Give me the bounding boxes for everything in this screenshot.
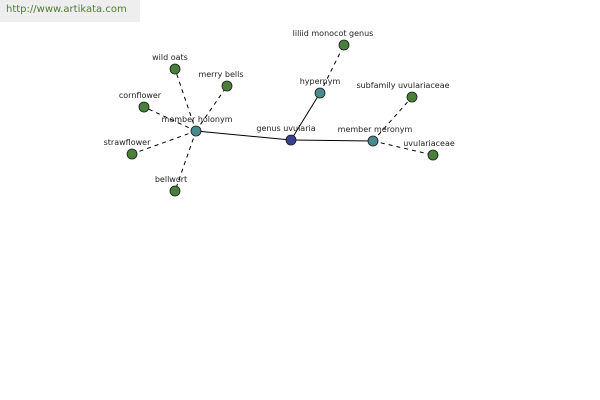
node-bellwort[interactable] bbox=[169, 185, 181, 197]
node-member-holonym[interactable] bbox=[190, 125, 202, 137]
node-cornflower[interactable] bbox=[138, 101, 150, 113]
node-label-genus-uvularia[interactable]: genus uvularia bbox=[256, 124, 315, 133]
node-label-member-meronym[interactable]: member meronym bbox=[338, 125, 413, 134]
node-label-member-holonym[interactable]: member holonym bbox=[161, 115, 232, 124]
node-label-subfamily-uvulariaceae[interactable]: subfamily uvulariaceae bbox=[356, 81, 449, 90]
edge-member-holonym-strawflower bbox=[131, 130, 197, 155]
node-label-strawflower[interactable]: strawflower bbox=[104, 138, 151, 147]
node-uvulariaceae[interactable] bbox=[427, 149, 439, 161]
node-genus-uvularia[interactable] bbox=[285, 134, 297, 146]
edge-genus-uvularia-member-holonym bbox=[195, 130, 292, 141]
node-label-merry-bells[interactable]: merry bells bbox=[198, 70, 243, 79]
node-label-liliid-monocot-genus[interactable]: liliid monocot genus bbox=[293, 29, 374, 38]
edge-member-meronym-subfamily-uvulariaceae bbox=[372, 96, 413, 142]
node-label-bellwort[interactable]: bellwort bbox=[155, 175, 187, 184]
node-strawflower[interactable] bbox=[126, 148, 138, 160]
edge-layer bbox=[131, 44, 434, 192]
node-label-uvulariaceae[interactable]: uvulariaceae bbox=[403, 139, 455, 148]
edge-member-meronym-uvulariaceae bbox=[372, 140, 434, 156]
node-wild-oats[interactable] bbox=[169, 63, 181, 75]
edge-member-holonym-cornflower bbox=[143, 106, 197, 132]
node-member-meronym[interactable] bbox=[367, 135, 379, 147]
edge-member-holonym-bellwort bbox=[174, 130, 197, 192]
label-layer: genus uvularia member holonym hypernym memb… bbox=[104, 29, 455, 184]
node-label-cornflower[interactable]: cornflower bbox=[119, 91, 162, 100]
edge-member-holonym-wild-oats bbox=[174, 68, 197, 132]
edge-member-holonym-merry-bells bbox=[195, 85, 228, 132]
node-subfamily-uvulariaceae[interactable] bbox=[406, 91, 418, 103]
node-merry-bells[interactable] bbox=[221, 80, 233, 92]
node-label-hypernym[interactable]: hypernym bbox=[300, 77, 341, 86]
node-hypernym[interactable] bbox=[314, 87, 326, 99]
node-layer bbox=[126, 39, 439, 197]
node-liliid-monocot-genus[interactable] bbox=[338, 39, 350, 51]
site-link[interactable]: http://www.artikata.com bbox=[0, 0, 140, 22]
node-label-wild-oats[interactable]: wild oats bbox=[152, 53, 188, 62]
edge-genus-uvularia-hypernym bbox=[290, 92, 321, 141]
edge-hypernym-liliid-monocot-genus bbox=[319, 44, 345, 94]
edge-genus-uvularia-member-meronym bbox=[290, 139, 374, 142]
